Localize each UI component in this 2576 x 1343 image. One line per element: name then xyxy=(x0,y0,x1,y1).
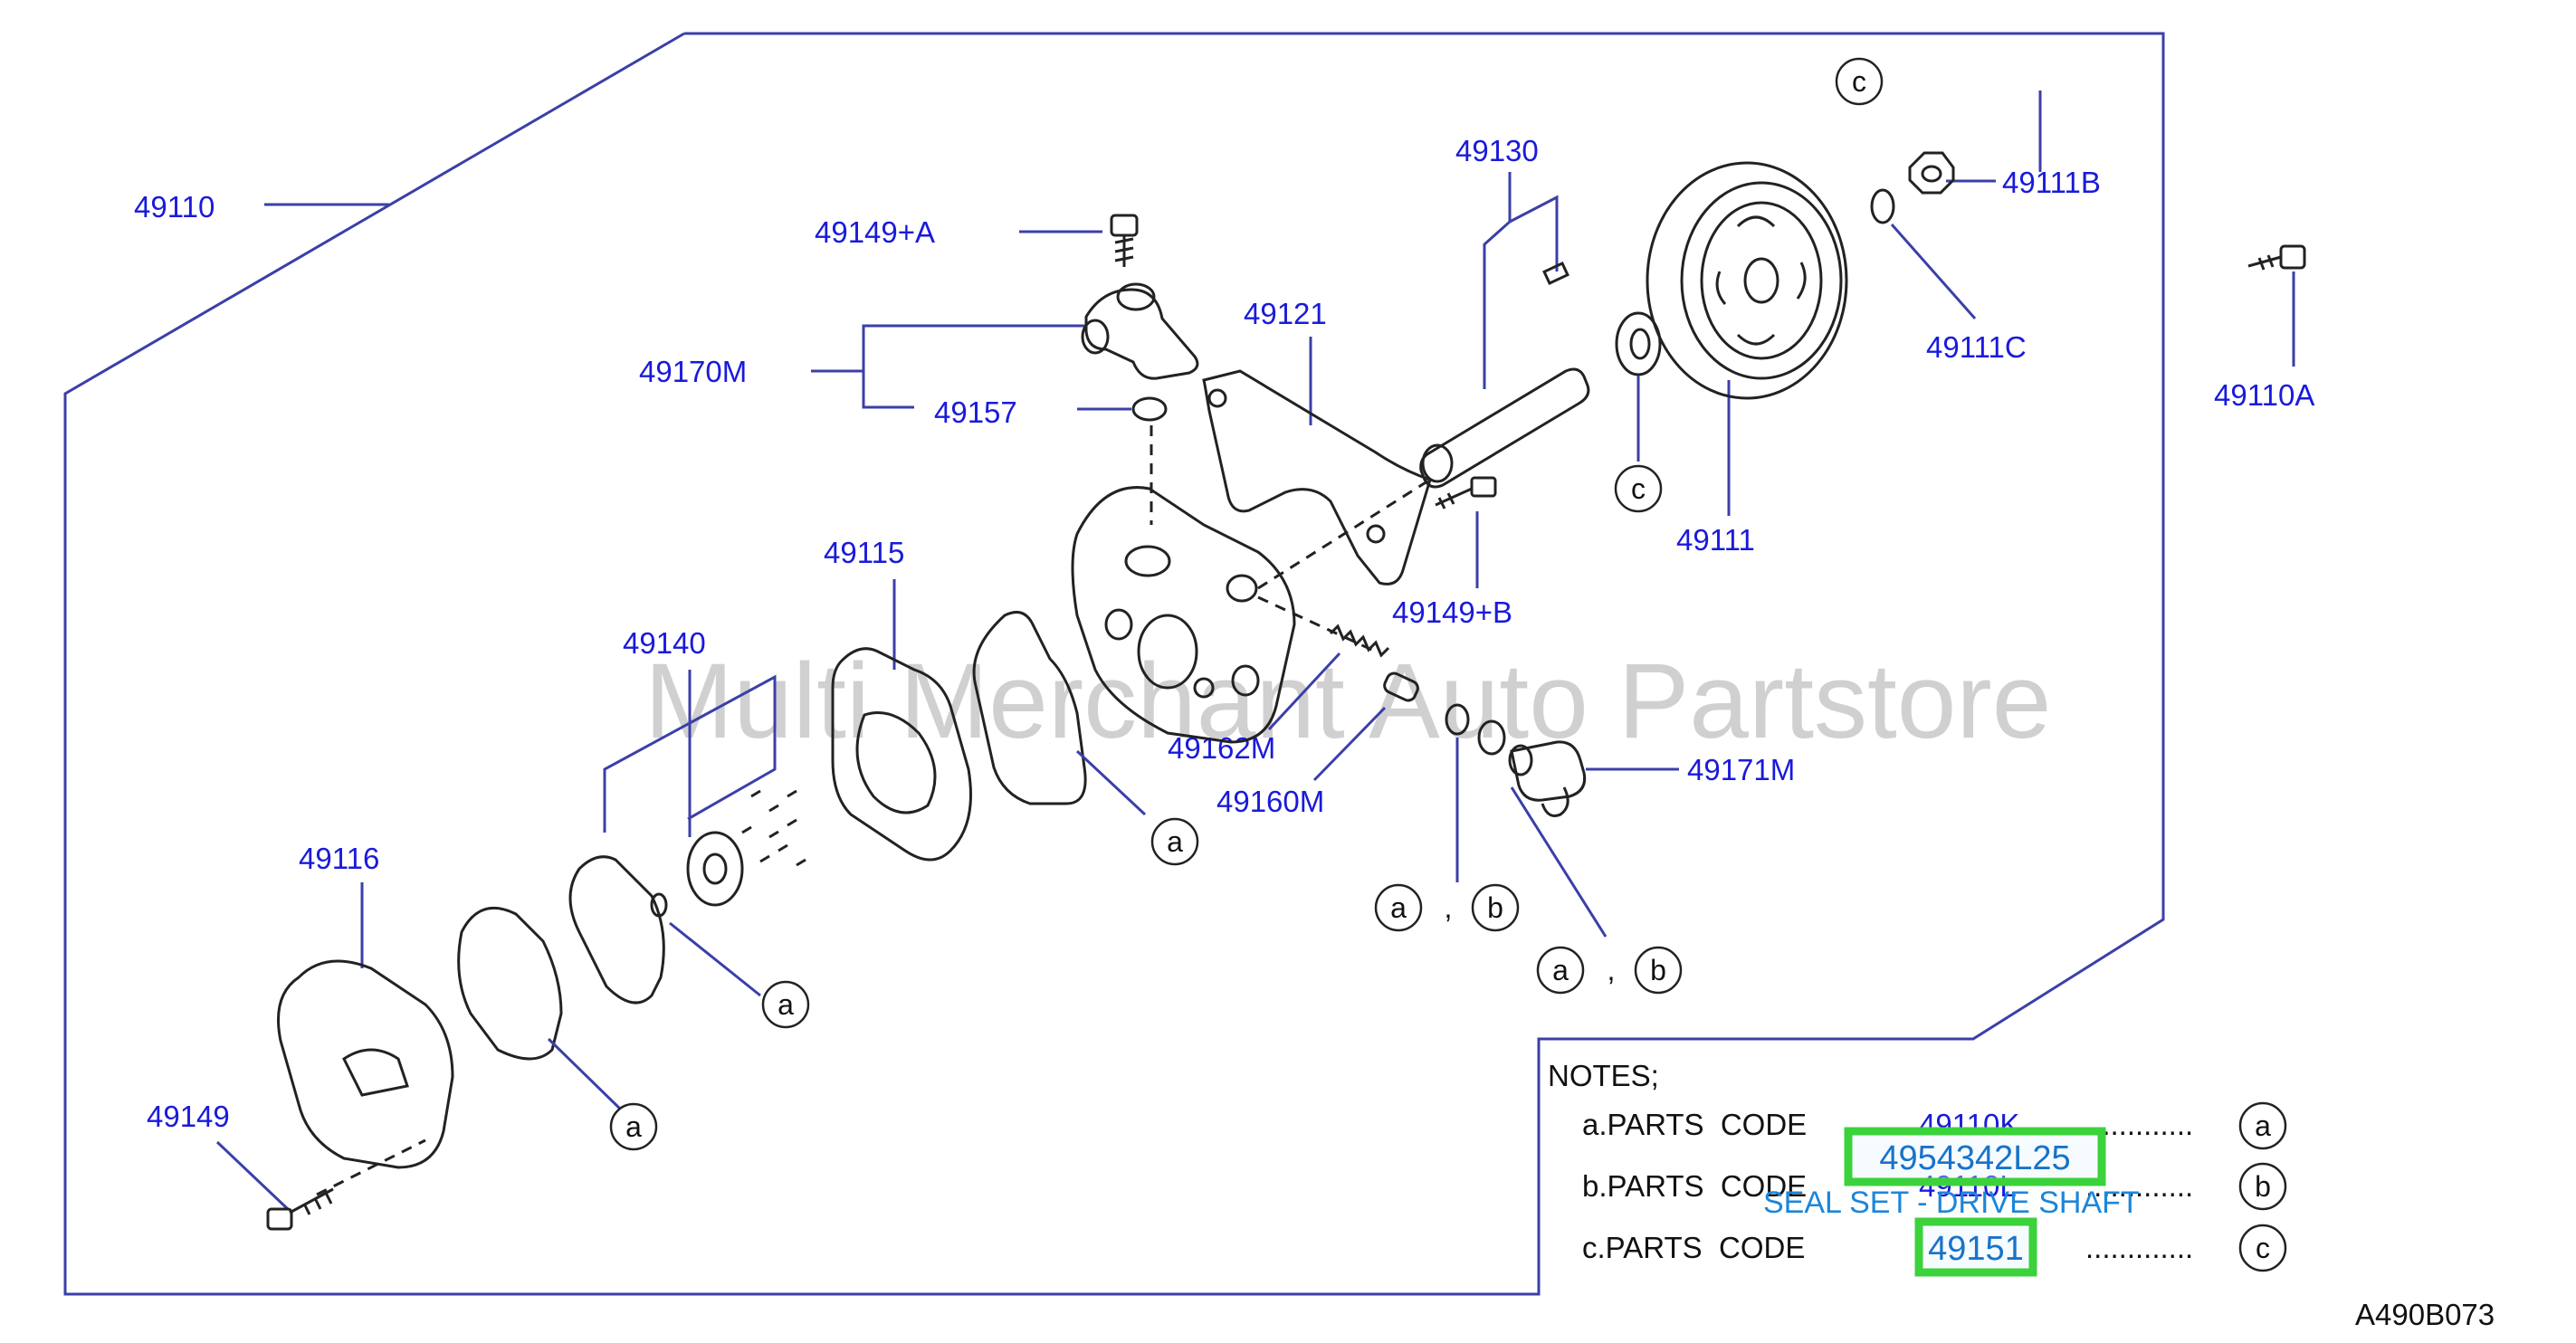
pump-body xyxy=(1071,486,1296,744)
svg-text:c: c xyxy=(1852,65,1866,98)
leader-49130 xyxy=(1483,172,1512,389)
bolt-49110a xyxy=(2247,244,2306,271)
leader-49170m-branch xyxy=(862,371,914,409)
fitting-49171m xyxy=(1508,740,1587,817)
svg-text:a: a xyxy=(625,1110,642,1143)
leader-49162m xyxy=(1267,652,1341,731)
gasket-outline xyxy=(972,610,1087,805)
pulley-49111 xyxy=(1646,161,1848,400)
leader-marker-a-3 xyxy=(547,1037,626,1115)
plate-49140 xyxy=(568,855,665,1005)
notes-row-a-code: 49110K xyxy=(1919,1108,2019,1141)
seal-c xyxy=(1615,311,1662,462)
label-49157[interactable]: 49157 xyxy=(934,395,1017,429)
marker-a-gasket[interactable]: a xyxy=(609,1102,658,1151)
nut-49111b xyxy=(1908,151,1955,195)
label-49149-a[interactable]: 49149+A xyxy=(815,215,935,249)
label-49111b[interactable]: 49111B xyxy=(2002,166,2101,199)
rotor-49140 xyxy=(686,831,744,907)
spring-49162m xyxy=(1329,624,1390,658)
notes-row-c-label: c.PARTS CODE xyxy=(1582,1231,1805,1264)
label-49149[interactable]: 49149 xyxy=(147,1100,230,1133)
marker-ab-oring-1[interactable]: a , b xyxy=(1374,883,1520,932)
marker-c-top[interactable]: c xyxy=(1835,57,1884,106)
notes-row-b-label: b.PARTS CODE xyxy=(1582,1169,1807,1203)
svg-text:49151: 49151 xyxy=(1928,1230,2024,1268)
notes-row-b-ref: b xyxy=(2255,1170,2271,1203)
diagram-code: A490B073 xyxy=(2355,1298,2495,1331)
washer-49111c xyxy=(1870,188,1895,224)
marker-ab-oring-2[interactable]: a , b xyxy=(1536,946,1683,995)
watermark: Multi Merchant Auto Partstore xyxy=(644,642,2051,761)
label-49110[interactable]: 49110 xyxy=(134,190,215,224)
highlight-part-number[interactable]: 4954342L25 xyxy=(1844,1127,2106,1186)
valve-49160m xyxy=(1383,672,1419,702)
leader-marker-a-1 xyxy=(1075,749,1147,816)
label-49170m[interactable]: 49170M xyxy=(639,355,747,388)
label-49160m[interactable]: 49160M xyxy=(1216,785,1324,818)
leader-49111c xyxy=(1890,224,1977,319)
svg-text:a: a xyxy=(1167,825,1183,858)
notes-row-a-ref: a xyxy=(2255,1110,2271,1142)
oring-49157 xyxy=(1131,396,1168,422)
label-49140[interactable]: 49140 xyxy=(623,626,706,660)
bolt-49149-b xyxy=(1435,476,1497,510)
marker-c-seal[interactable]: c xyxy=(1614,464,1663,513)
label-49115[interactable]: 49115 xyxy=(824,536,904,569)
label-49111[interactable]: 49111 xyxy=(1676,523,1755,557)
svg-text:a: a xyxy=(1390,891,1407,924)
bolt-49149 xyxy=(266,1187,334,1231)
leader-49149 xyxy=(215,1140,290,1211)
leader-marker-a-2 xyxy=(669,921,761,997)
notes-title: NOTES; xyxy=(1548,1059,1659,1092)
notes-row-c-ref: c xyxy=(2256,1232,2270,1264)
label-49149-b[interactable]: 49149+B xyxy=(1392,595,1512,629)
svg-text:b: b xyxy=(1650,954,1666,986)
shaft-49130 xyxy=(1419,262,1590,489)
svg-text:c: c xyxy=(1631,472,1646,505)
leader-49140 xyxy=(603,674,777,833)
notes-block: NOTES; a.PARTS CODE 49110K .............… xyxy=(1548,1059,2287,1272)
label-49121[interactable]: 49121 xyxy=(1244,297,1327,330)
svg-text:,: , xyxy=(1608,954,1616,986)
svg-text:,: , xyxy=(1445,891,1453,924)
cover-49116 xyxy=(277,959,454,1169)
oring-small-1 xyxy=(1445,703,1470,736)
marker-a-rotor[interactable]: a xyxy=(761,980,810,1029)
diagram-frame xyxy=(63,32,2165,1296)
bolt-49149-a xyxy=(1110,214,1139,267)
notes-row-c-dots: ............. xyxy=(2085,1231,2193,1264)
svg-text:a: a xyxy=(1552,954,1569,986)
gasket-49115 xyxy=(831,647,972,862)
highlight-code-c[interactable]: 49151 xyxy=(1914,1217,2037,1277)
overlay-part-name: SEAL SET - DRIVE SHAFT xyxy=(1763,1186,2140,1220)
notes-row-a-label: a.PARTS CODE xyxy=(1582,1108,1807,1141)
svg-text:4954342L25: 4954342L25 xyxy=(1879,1139,2070,1177)
label-49110a[interactable]: 49110A xyxy=(2214,378,2314,412)
leader-49130-branch xyxy=(1509,195,1559,271)
union-49170m xyxy=(1081,282,1199,380)
oring-small-2 xyxy=(1477,719,1506,756)
label-49171m[interactable]: 49171M xyxy=(1687,753,1795,786)
label-49130[interactable]: 49130 xyxy=(1455,134,1539,167)
marker-a-pump[interactable]: a xyxy=(1150,817,1199,866)
gasket-rear xyxy=(457,906,563,1061)
label-49116[interactable]: 49116 xyxy=(299,842,379,875)
vanes-49140 xyxy=(741,789,806,867)
leader-49170m xyxy=(811,324,1086,373)
leader-49160m xyxy=(1312,706,1387,782)
label-49111c[interactable]: 49111C xyxy=(1926,330,2027,364)
svg-text:a: a xyxy=(778,988,794,1021)
bracket-49121 xyxy=(1202,369,1432,586)
svg-text:b: b xyxy=(1487,891,1503,924)
